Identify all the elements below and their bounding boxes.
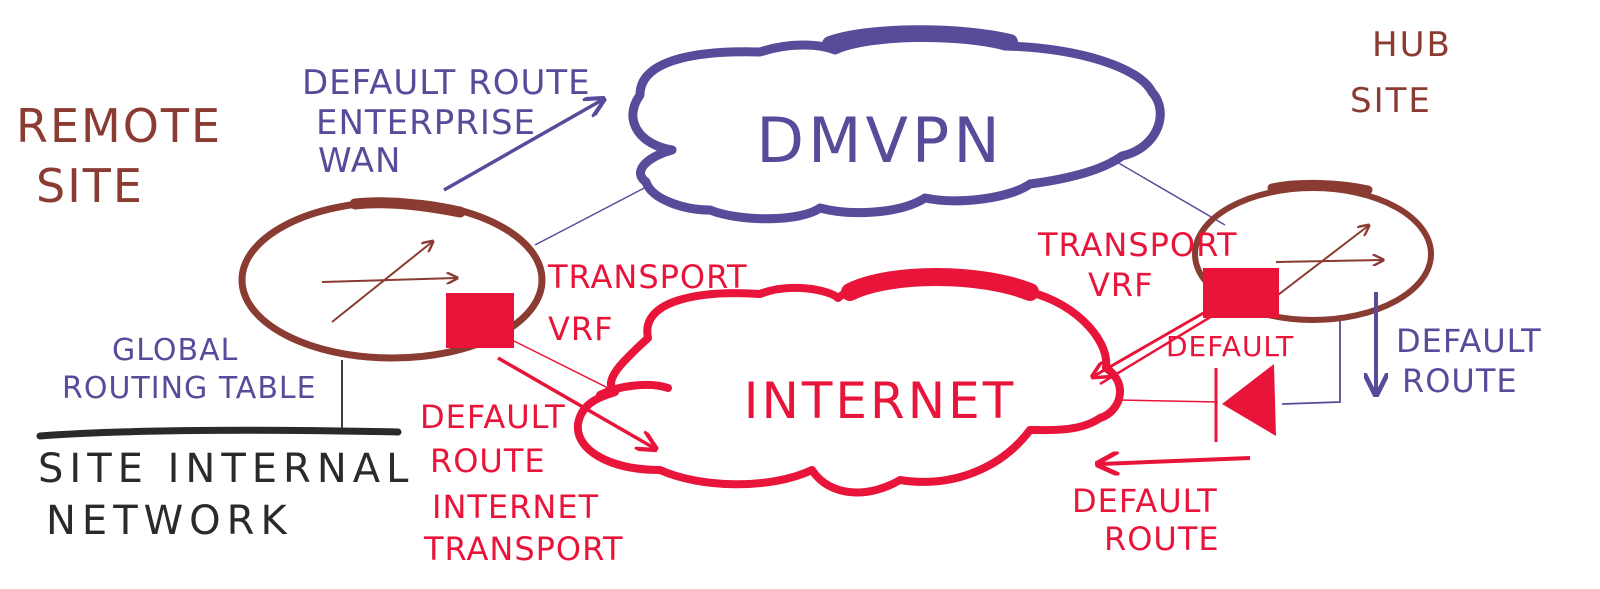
- default-route-hub-bottom-label: DEFAULT ROUTE: [1072, 482, 1220, 558]
- svg-text:GLOBAL: GLOBAL: [112, 333, 238, 368]
- internet-label: INTERNET: [744, 372, 1017, 430]
- default-route-internet-transport-label: DEFAULT ROUTE INTERNET TRANSPORT: [420, 398, 624, 568]
- svg-text:SITE: SITE: [1350, 81, 1432, 121]
- svg-text:DEFAULT: DEFAULT: [420, 398, 566, 436]
- arrow-hub-to-internet-b: [1099, 302, 1233, 386]
- connector-lines: [341, 157, 1341, 432]
- dmvpn-to-hub-link: [1109, 157, 1226, 226]
- firewall-to-internet-line: [1117, 399, 1219, 403]
- svg-text:WAN: WAN: [318, 141, 401, 181]
- default-route-hub-right-label: DEFAULT ROUTE: [1396, 322, 1542, 400]
- site-internal-network-label: SITE INTERNAL NETWORK: [38, 446, 414, 544]
- arrow-hub-to-internet-a: [1094, 290, 1241, 376]
- arrow-enterprise-wan: [443, 100, 602, 192]
- internet-cloud: INTERNET: [573, 268, 1124, 497]
- hub-site-label: HUB SITE: [1350, 25, 1452, 121]
- remote-site-label: REMOTE SITE: [16, 99, 222, 213]
- remote-to-internet-link: [511, 339, 613, 391]
- transport-vrf-hub-label: TRANSPORT VRF: [1037, 226, 1238, 304]
- route-arrows: [443, 100, 1376, 464]
- svg-text:ENTERPRISE: ENTERPRISE: [316, 103, 536, 143]
- svg-text:REMOTE: REMOTE: [16, 99, 222, 153]
- arrow-default-route-bottom: [1100, 458, 1251, 464]
- transport-vrf-block-remote: [446, 293, 514, 348]
- svg-text:TRANSPORT: TRANSPORT: [423, 530, 624, 568]
- remote-to-dmvpn-link: [534, 184, 651, 246]
- svg-text:INTERNET: INTERNET: [432, 488, 599, 526]
- svg-text:DEFAULT ROUTE: DEFAULT ROUTE: [302, 63, 591, 103]
- router-icon: [321, 242, 456, 323]
- transport-vrf-remote-label: TRANSPORT VRF: [547, 258, 748, 348]
- default-route-enterprise-wan-label: DEFAULT ROUTE ENTERPRISE WAN: [302, 63, 591, 181]
- svg-text:HUB: HUB: [1372, 25, 1452, 65]
- svg-text:DEFAULT: DEFAULT: [1072, 482, 1218, 520]
- svg-text:VRF: VRF: [1088, 266, 1154, 304]
- svg-text:ROUTE: ROUTE: [430, 442, 546, 480]
- svg-text:SITE: SITE: [36, 159, 144, 213]
- svg-text:ROUTE: ROUTE: [1402, 362, 1518, 400]
- svg-text:DEFAULT: DEFAULT: [1396, 322, 1542, 360]
- svg-text:TRANSPORT: TRANSPORT: [1037, 226, 1238, 264]
- svg-text:VRF: VRF: [548, 310, 614, 348]
- dmvpn-cloud: DMVPN: [628, 25, 1165, 224]
- global-routing-table-label: GLOBAL ROUTING TABLE: [62, 333, 317, 406]
- router-icon: [1273, 226, 1382, 299]
- firewall-icon: [1214, 364, 1276, 442]
- site-internal-network-line: [36, 426, 402, 440]
- arrow-internet-transport: [497, 356, 654, 448]
- svg-text:SITE INTERNAL: SITE INTERNAL: [38, 446, 414, 492]
- hub-router: [1192, 179, 1434, 323]
- dmvpn-label: DMVPN: [756, 104, 1003, 177]
- transport-vrf-block-hub: [1203, 268, 1279, 318]
- hub-to-firewall-line: [1281, 318, 1341, 405]
- svg-text:ROUTE: ROUTE: [1104, 520, 1220, 558]
- remote-router: [238, 197, 546, 362]
- default-hub-label: DEFAULT: [1166, 330, 1294, 363]
- svg-text:ROUTING TABLE: ROUTING TABLE: [62, 371, 317, 406]
- svg-text:TRANSPORT: TRANSPORT: [547, 258, 748, 296]
- svg-text:NETWORK: NETWORK: [46, 498, 293, 544]
